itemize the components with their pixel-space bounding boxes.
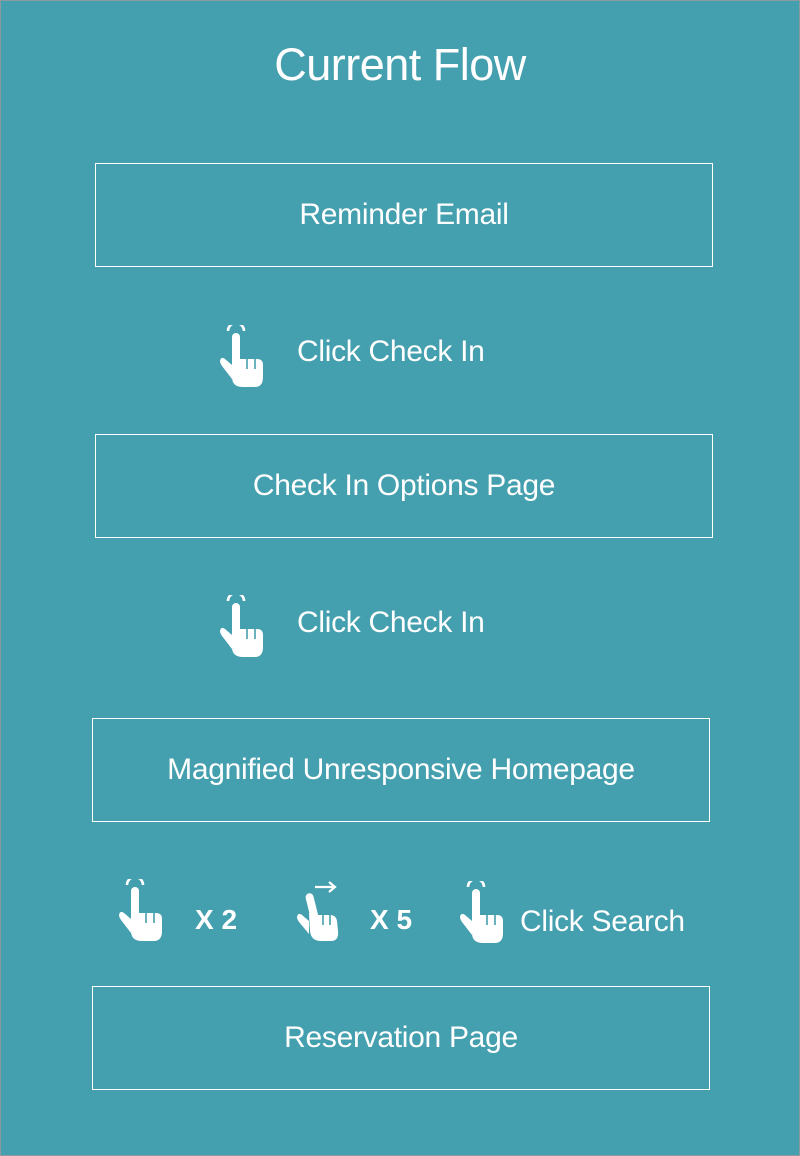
step-click-check-in-1: Click Check In [297,335,485,368]
box-reservation-page: Reservation Page [92,986,710,1090]
swipe-multiplier: X 5 [370,904,413,935]
tap-hand-icon [118,879,164,943]
tap-hand-icon [219,595,265,659]
tap-multiplier: X 2 [195,904,238,935]
diagram-title: Current Flow [274,39,526,90]
box-reminder-email: Reminder Email [95,163,713,267]
swipe-hand-icon [295,879,345,943]
step-click-check-in-2: Click Check In [297,606,485,639]
box-check-in-options-page: Check In Options Page [95,434,713,538]
step-click-search: Click Search [520,905,685,938]
tap-hand-icon [219,325,265,389]
box-magnified-unresponsive-homepage: Magnified Unresponsive Homepage [92,718,710,822]
tap-hand-icon [459,881,505,945]
